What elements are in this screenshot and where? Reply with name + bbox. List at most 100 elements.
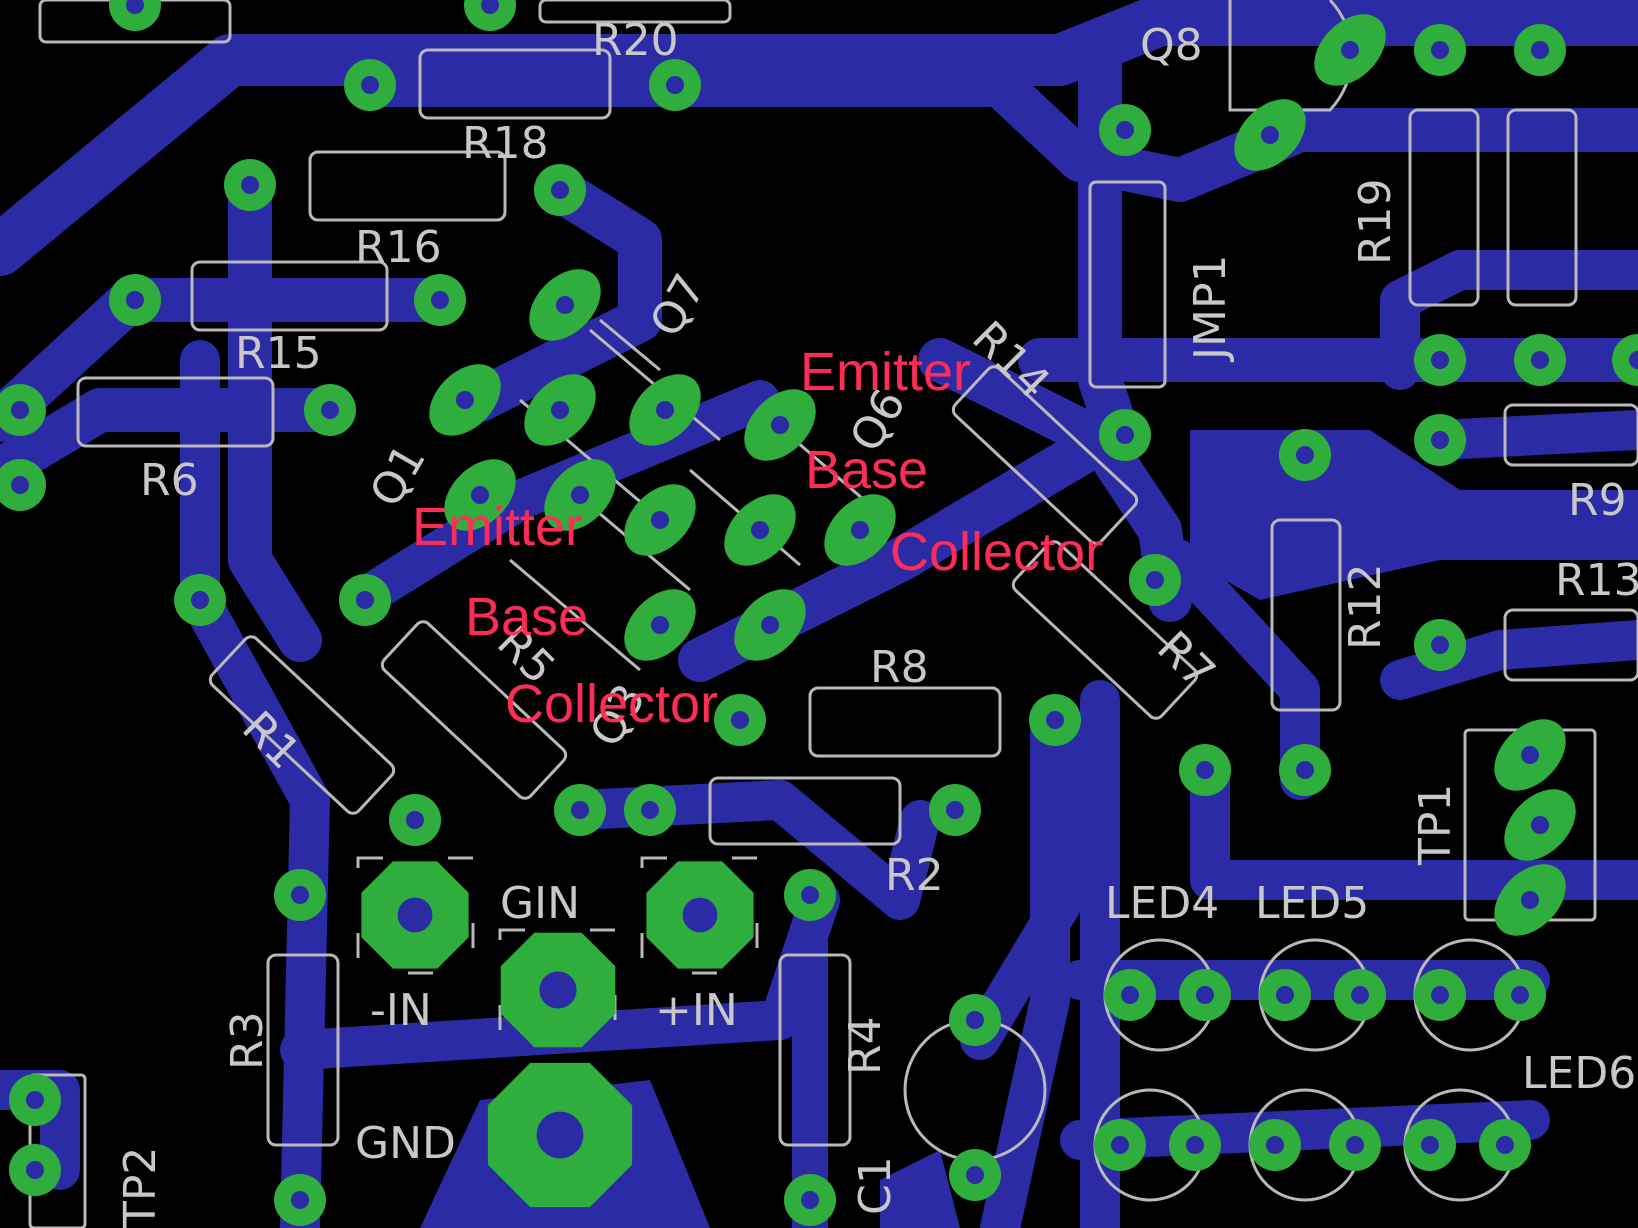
component-outline-top-left [38,0,232,44]
resistor-outline-r8 [808,686,1002,758]
resistor-outline-r2 [708,776,902,846]
transistor-pad-hole-5 [471,486,489,504]
pad-hole-6 [126,291,144,309]
resistor-outline-r6 [76,376,275,448]
pad-hole-9 [321,401,339,419]
pad-hole-33 [26,1091,44,1109]
pad-hole-21 [191,591,209,609]
label-r9: R9 [1568,475,1627,526]
pad-1 [464,0,516,31]
pad-hole-4 [241,176,259,194]
resistor-outline-r9 [1503,403,1638,467]
pad-hole-2 [361,76,379,94]
label-r2: R2 [885,850,944,901]
pad-hole-48 [1531,41,1549,59]
pad-hole-30 [966,1166,984,1184]
pad-hole-29 [966,1011,984,1029]
pad-hole-49 [1431,351,1449,369]
label-r13: R13 [1555,555,1638,606]
pad-hole-18 [1296,761,1314,779]
pad-hole-8 [11,401,29,419]
label-r19: R19 [1350,178,1401,265]
pad-0 [109,0,161,31]
pad-hole-1 [481,0,499,14]
pad-hole-12 [1116,426,1134,444]
resistor-outline-r13 [1503,608,1638,682]
resistor-outline-r3 [266,953,340,1147]
pin-annotations: Emitter Base Collector Emitter Base Coll… [412,342,1103,734]
pad-hole-41 [1111,1136,1129,1154]
pad-hole-51 [1629,351,1638,369]
resistor-outline-r14 [951,365,1139,545]
annotation-emitter-right: Emitter [800,342,971,402]
label-tp2: TP2 [115,1147,166,1228]
transistor-pad-hole-10 [651,616,669,634]
pad-hole-27 [801,886,819,904]
transistor-pad-hole-1 [456,391,474,409]
label-gnd: GND [355,1118,456,1169]
connector-pad-hole-0 [397,897,433,933]
label-led5: LED5 [1255,878,1369,929]
label-q8: Q8 [1140,20,1203,71]
transistor-pad-hole-9 [851,521,869,539]
pad-hole-3 [666,76,684,94]
pad-hole-47 [1431,41,1449,59]
resistor-outline-r20 [418,48,612,120]
label-led6: LED6 [1522,1048,1636,1099]
transistor-pad-hole-15 [1531,816,1549,834]
pad-hole-14 [1431,431,1449,449]
label-r3: R3 [222,1011,273,1070]
label-r4: R4 [840,1016,891,1075]
pad-hole-28 [291,886,309,904]
pad-hole-25 [641,801,659,819]
resistor-outline-r18 [308,150,507,222]
annotation-emitter-left: Emitter [412,497,583,557]
pad-hole-37 [1276,986,1294,1004]
label-plus-in: +IN [655,985,738,1036]
transistor-pad-hole-6 [571,486,589,504]
resistor-outline-r5 [380,620,568,800]
pad-hole-43 [1266,1136,1284,1154]
pad-hole-22 [356,591,374,609]
resistor-outline-r19b [1506,108,1578,307]
transistor-pad-hole-14 [1521,746,1539,764]
pad-hole-39 [1431,986,1449,1004]
connector-pad-hole-2 [682,897,718,933]
pad-hole-38 [1351,986,1369,1004]
pad-hole-34 [26,1161,44,1179]
annotation-base-right: Base [805,440,928,500]
label-c1: C1 [850,1156,901,1215]
resistor-outline-r4 [778,953,852,1147]
component-outline-top-center [538,0,732,24]
label-tp1: TP1 [1410,784,1461,866]
pad-hole-10 [11,476,29,494]
pad-hole-42 [1186,1136,1204,1154]
label-jmp1: JMP1 [1185,255,1236,363]
pad-hole-13 [1296,446,1314,464]
label-r20: R20 [592,15,679,66]
label-r18: R18 [462,118,549,169]
resistor-outline-r16 [190,260,389,332]
resistor-outline-r12 [1270,518,1342,712]
label-r16: R16 [355,222,442,273]
label-r8: R8 [870,642,929,693]
transistor-pad-hole-2 [551,401,569,419]
connector-pad-hole-3 [536,1111,584,1159]
pad-51 [1612,334,1638,386]
label-r6: R6 [140,455,199,506]
pad-hole-11 [1116,121,1134,139]
pad-hole-32 [801,1191,819,1209]
resistor-outline-r7 [1011,540,1199,720]
resistor-outline-r19 [1408,108,1480,307]
pad-hole-35 [1121,986,1139,1004]
pad-hole-36 [1196,986,1214,1004]
label-r12: R12 [1340,563,1391,650]
annotation-collector-right: Collector [890,522,1103,582]
pad-hole-50 [1531,351,1549,369]
pad-hole-23 [406,811,424,829]
pad-hole-44 [1346,1136,1364,1154]
pad-hole-16 [1146,571,1164,589]
resistor-outline-r1 [208,635,396,815]
pad-hole-5 [551,181,569,199]
